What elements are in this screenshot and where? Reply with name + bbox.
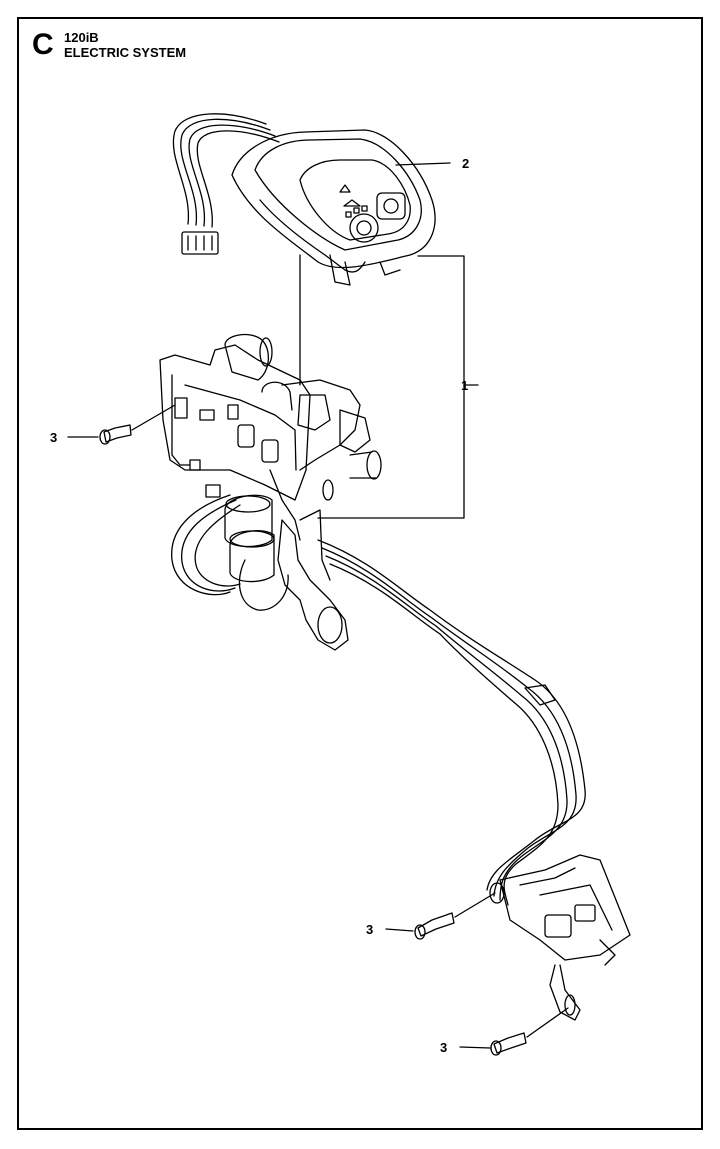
- leader-line-2: [395, 162, 451, 166]
- keypad-panel: [231, 129, 436, 286]
- model-label: 120iB: [64, 30, 99, 45]
- page-title: ELECTRIC SYSTEM: [64, 45, 187, 60]
- trigger-switch: [489, 854, 631, 1021]
- leader-bracket-1: [299, 254, 479, 519]
- leader-line-3b-ext: [454, 892, 496, 918]
- callout-3a: 3: [50, 430, 57, 445]
- leader-line-3b: [385, 928, 414, 932]
- callout-3b: 3: [366, 922, 373, 937]
- wire-harness: [317, 539, 586, 906]
- capacitors: [224, 494, 275, 583]
- board-wiring: [171, 494, 241, 596]
- callout-3c: 3: [440, 1040, 447, 1055]
- leader-line-3a-ext: [131, 404, 176, 431]
- leader-line-3c-ext: [526, 1007, 569, 1038]
- screw-upper: [99, 424, 132, 445]
- handle-frame: [238, 509, 349, 651]
- control-board-assembly: [159, 333, 382, 541]
- ribbon-cable: [172, 113, 280, 255]
- section-letter: C: [32, 28, 54, 61]
- callout-1: 1: [461, 378, 468, 393]
- screw-middle: [414, 912, 455, 940]
- callout-2: 2: [462, 156, 469, 171]
- leader-line-3c: [459, 1046, 491, 1049]
- diagram-frame: [17, 17, 703, 1130]
- screw-lower: [490, 1032, 527, 1056]
